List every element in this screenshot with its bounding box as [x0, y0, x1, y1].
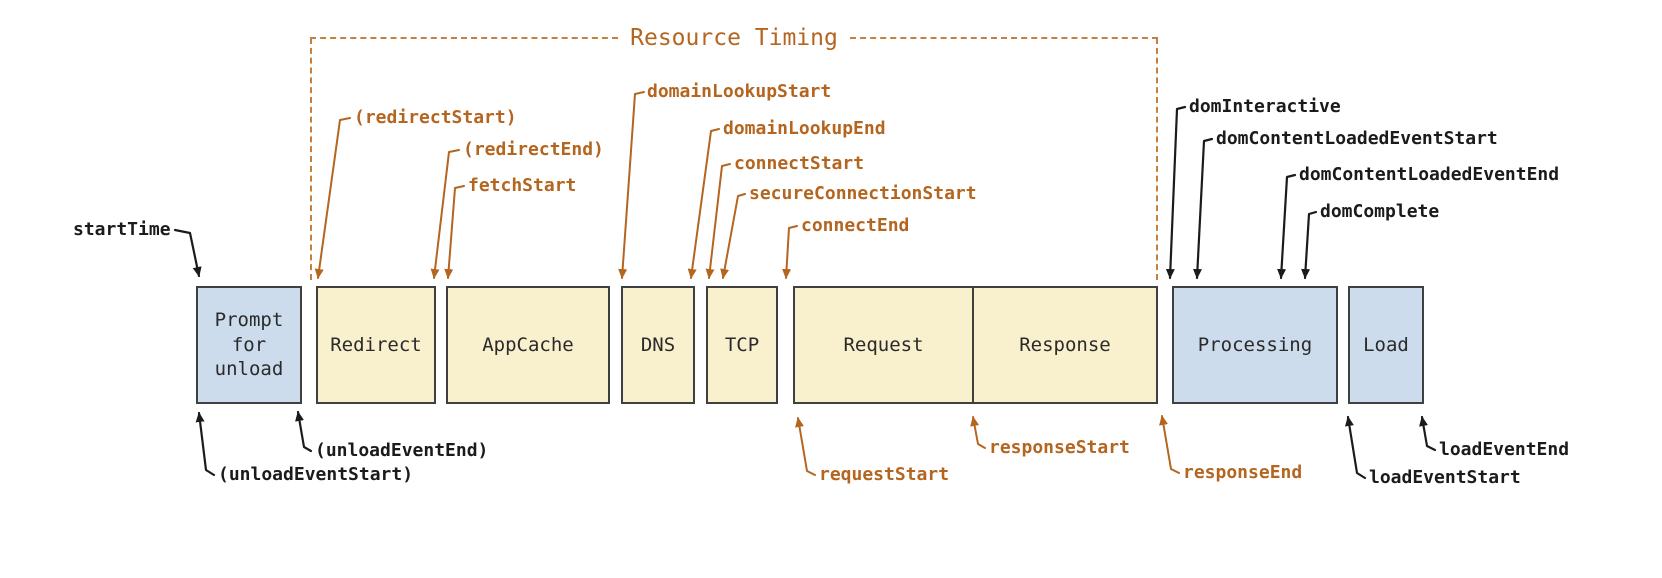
dashed-line-left — [310, 37, 619, 39]
phase-box-processing: Processing — [1172, 286, 1338, 404]
phase-box-dns: DNS — [621, 286, 695, 404]
phase-box-load: Load — [1348, 286, 1424, 404]
label-dom-complete: domComplete — [1320, 201, 1440, 222]
phase-label: Load — [1363, 333, 1409, 356]
phase-label: DNS — [640, 333, 676, 356]
arrow-response-start — [970, 416, 986, 449]
label-secure-connection-start: secureConnectionStart — [749, 183, 977, 204]
phase-label: TCP — [724, 333, 760, 356]
resource-timing-label: Resource Timing — [630, 25, 838, 51]
arrow-dom-content-loaded-event-end — [1277, 173, 1297, 280]
label-redirect-end: (redirectEnd) — [463, 139, 604, 160]
phase-label: Request — [843, 333, 924, 356]
arrow-dom-interactive — [1165, 105, 1187, 280]
label-dom-content-loaded-event-end: domContentLoadedEventEnd — [1299, 164, 1560, 185]
arrow-load-event-end — [1419, 415, 1437, 452]
label-response-start: responseStart — [989, 437, 1130, 458]
resource-timing-bracket: Resource Timing — [310, 25, 1158, 280]
label-load-event-end: loadEventEnd — [1439, 439, 1570, 460]
phase-label: AppCache — [482, 333, 574, 356]
label-request-start: requestStart — [819, 464, 950, 485]
label-domain-lookup-end: domainLookupEnd — [723, 118, 886, 139]
arrow-response-end — [1159, 415, 1180, 474]
phase-box-response: Response — [972, 288, 1156, 402]
label-connect-start: connectStart — [734, 153, 865, 174]
label-dom-content-loaded-event-start: domContentLoadedEventStart — [1216, 128, 1498, 149]
phase-box-request: Request — [795, 288, 972, 402]
phase-label: Prompt for unload — [214, 308, 284, 381]
phase-label: Processing — [1197, 333, 1313, 356]
arrow-unload-event-end — [295, 410, 313, 453]
label-unload-event-start: (unloadEventStart) — [218, 464, 414, 485]
dashed-line-right — [849, 37, 1158, 39]
label-response-end: responseEnd — [1183, 462, 1303, 483]
arrow-unload-event-start — [195, 411, 216, 477]
phase-box-prompt-for-unload: Prompt for unload — [196, 286, 302, 404]
label-dom-interactive: domInteractive — [1189, 96, 1341, 117]
label-load-event-start: loadEventStart — [1369, 467, 1521, 488]
label-fetch-start: fetchStart — [468, 175, 577, 196]
label-redirect-start: (redirectStart) — [354, 107, 517, 128]
resource-timing-bracket-top: Resource Timing — [310, 25, 1158, 51]
arrow-dom-complete — [1301, 210, 1318, 280]
phase-label: Redirect — [330, 333, 422, 356]
arrow-start-time — [173, 228, 202, 278]
arrow-request-start — [795, 417, 816, 476]
phase-label: Response — [1019, 333, 1111, 356]
phase-box-request-response: Request Response — [793, 286, 1158, 404]
label-connect-end: connectEnd — [801, 215, 910, 236]
label-start-time: startTime — [73, 219, 171, 240]
arrow-load-event-start — [1344, 415, 1367, 480]
phase-box-tcp: TCP — [706, 286, 778, 404]
label-unload-event-end: (unloadEventEnd) — [315, 440, 489, 461]
phase-box-appcache: AppCache — [446, 286, 610, 404]
arrow-dom-content-loaded-event-start — [1192, 137, 1214, 280]
phase-box-redirect: Redirect — [316, 286, 436, 404]
label-domain-lookup-start: domainLookupStart — [647, 81, 832, 102]
